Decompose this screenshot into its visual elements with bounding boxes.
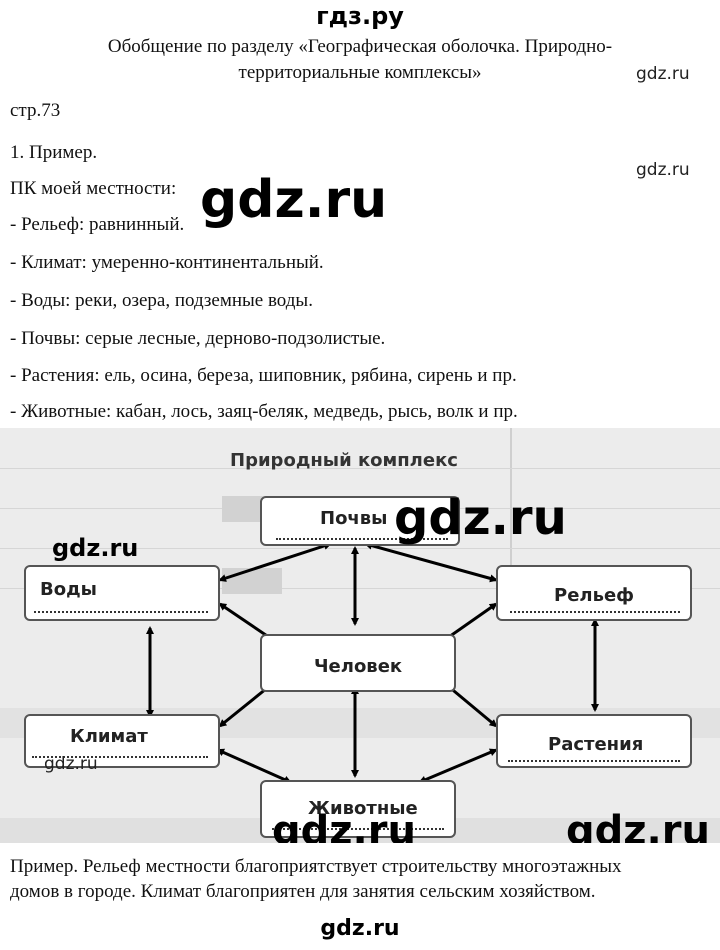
section-title-line2: территориальные комплексы» [238, 62, 482, 83]
pk-item-soils: - Почвы: серые лесные, дерново-подзолист… [10, 328, 386, 349]
arrow-water-soils [218, 542, 332, 582]
pk-item-plants: - Растения: ель, осина, береза, шиповник… [10, 365, 517, 386]
pk-heading: ПК моей местности: [10, 178, 177, 199]
pk-item-animals: - Животные: кабан, лось, заяц-беляк, мед… [10, 401, 518, 422]
node-climate: Климат [24, 714, 220, 768]
watermark-large-4: gdz.ru [566, 808, 710, 843]
node-human: Человек [260, 634, 456, 692]
natural-complex-diagram: Природный комплекс Почвы Воды [0, 428, 720, 843]
node-soils-label: Почвы [320, 508, 388, 529]
node-human-label: Человек [314, 656, 403, 677]
conclusion-line2: домов в городе. Климат благоприятен для … [10, 881, 596, 902]
watermark-small-2: gdz.ru [636, 160, 690, 180]
task-number: 1. Пример. [10, 142, 98, 163]
node-animals-dotted-line [272, 828, 444, 830]
node-soils: Почвы [260, 496, 460, 546]
section-title-line1: Обобщение по разделу «Географическая обо… [107, 36, 613, 57]
diagram-title: Природный комплекс [230, 450, 458, 471]
node-plants: Растения [496, 714, 692, 768]
node-plants-dotted-line [508, 760, 680, 762]
watermark-small-1: gdz.ru [636, 64, 690, 84]
node-water-dotted-line [34, 611, 208, 613]
page-reference: стр.73 [10, 100, 61, 121]
arrow-plants-animals [418, 748, 498, 784]
node-relief-label: Рельеф [554, 585, 635, 606]
node-soils-dotted-line [276, 538, 448, 540]
node-relief-dotted-line [510, 611, 680, 613]
conclusion-line1: Пример. Рельеф местности благоприятствуе… [10, 856, 622, 877]
watermark-large-3: gdz.ru [272, 808, 416, 843]
pk-item-relief: - Рельеф: равнинный. [10, 214, 185, 235]
node-water: Воды [24, 565, 220, 621]
footer-logo[interactable]: gdz.ru [320, 916, 400, 941]
site-logo[interactable]: гдз.ру [316, 2, 404, 30]
node-water-label: Воды [40, 579, 97, 600]
node-animals: Животные [260, 780, 456, 838]
arrow-climate-animals [216, 748, 292, 784]
pk-item-water: - Воды: реки, озера, подземные воды. [10, 290, 313, 311]
node-plants-label: Растения [548, 734, 644, 755]
diagram-arrows [146, 541, 599, 784]
arrow-soils-relief [364, 541, 498, 583]
node-climate-dotted-line [32, 756, 208, 758]
watermark-small-3: gdz.ru [44, 754, 98, 774]
watermark-medium-1: gdz.ru [52, 534, 139, 562]
watermark-large-2: gdz.ru [394, 490, 567, 546]
node-climate-label: Климат [70, 726, 148, 747]
pk-item-climate: - Климат: умеренно-континентальный. [10, 252, 324, 273]
node-relief: Рельеф [496, 565, 692, 621]
node-animals-label: Животные [308, 798, 418, 819]
watermark-large-1: gdz.ru [200, 170, 388, 230]
